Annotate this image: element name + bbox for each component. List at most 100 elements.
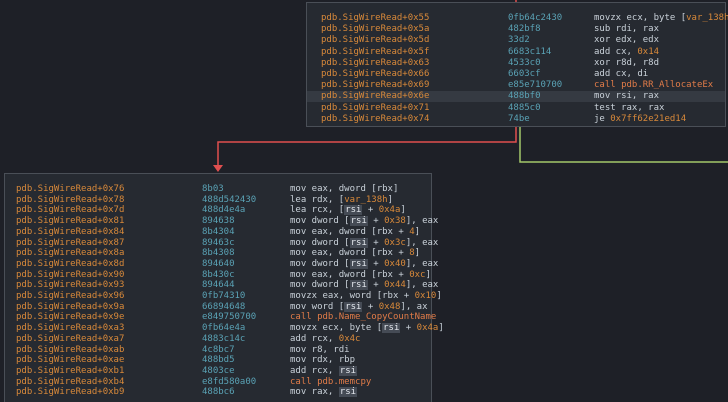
operand-text: +: [367, 216, 385, 227]
instruction-text: add rcx, rsi: [290, 365, 358, 377]
edge-true-arrowhead: [213, 165, 223, 172]
operand-text: 0x4c: [338, 333, 361, 344]
operand-text: mov eax, dword [rbx +: [290, 269, 410, 280]
instruction-text: sub rdi, rax: [594, 24, 659, 35]
call-target[interactable]: call pdb.Name_CopyCountName: [290, 312, 437, 323]
call-target[interactable]: call pdb.RR_AllocateEx: [594, 80, 714, 91]
operand-text: 0x4a: [416, 323, 439, 334]
instruction-text: lea rcx, [rsi + 0x4a]: [290, 205, 406, 216]
register-highlight: rsi: [344, 301, 363, 312]
register-highlight: rsi: [349, 216, 368, 227]
operand-text: mov eax, dword [rbx]: [290, 184, 399, 194]
instruction-bytes: 66894648: [202, 301, 246, 312]
operand-text: 0x3c: [384, 237, 406, 248]
operand-text: add cx, di: [594, 69, 649, 79]
instruction-bytes: 4883c14c: [202, 333, 246, 344]
instruction-address: pdb.SigWireRead+0x93: [16, 280, 125, 291]
instruction-address: pdb.SigWireRead+0x81: [16, 216, 125, 227]
edge-true-branch[interactable]: [217, 127, 517, 166]
instruction-address: pdb.SigWireRead+0x6e: [321, 91, 430, 102]
operand-text: add rcx,: [290, 365, 339, 376]
instruction-bytes: 482bf8: [508, 24, 541, 35]
instruction-address: pdb.SigWireRead+0x74: [321, 113, 430, 124]
instruction-text: movzx ecx, byte [rsi + 0x4a]: [290, 323, 444, 334]
operand-text: mov word [: [290, 301, 345, 312]
instruction-address: pdb.SigWireRead+0x5a: [321, 24, 430, 35]
instruction-address: pdb.SigWireRead+0xb1: [16, 365, 125, 376]
instruction-bytes: 4c8bc7: [202, 344, 235, 355]
operand-text: 0x10: [414, 291, 437, 301]
operand-text: ]: [414, 248, 421, 259]
instruction-bytes: 8b430c: [202, 269, 235, 280]
register-highlight: rsi: [382, 323, 401, 334]
instruction-address: pdb.SigWireRead+0x9a: [16, 301, 125, 312]
instruction-bytes: 894644: [202, 280, 235, 291]
instruction-bytes: e8fd580a00: [202, 376, 257, 387]
instruction-address: pdb.SigWireRead+0x5f: [321, 46, 430, 57]
instruction-row[interactable]: pdb.SigWireRead+0xa7 4883c14c add rcx, 0x4…: [5, 334, 431, 345]
operand-text: xor edx, edx: [594, 35, 660, 46]
instruction-bytes: 6683c114: [508, 46, 552, 57]
instruction-address: pdb.SigWireRead+0x55: [321, 13, 430, 23]
instruction-row[interactable]: pdb.SigWireRead+0x5a 482bf8 sub rdi, rax: [307, 24, 725, 35]
instruction-address: pdb.SigWireRead+0x5d: [321, 35, 430, 46]
instruction-text: mov rax, rsi: [290, 387, 358, 398]
instruction-bytes: 0fb64c2430: [508, 13, 563, 23]
instruction-bytes: 4533c0: [508, 57, 541, 68]
operand-text: +: [362, 205, 379, 216]
edge-false-branch[interactable]: [519, 127, 728, 163]
instruction-bytes: 8b03: [202, 184, 224, 194]
instruction-text: mov dword [rsi + 0x40], eax: [290, 258, 438, 270]
instruction-row[interactable]: pdb.SigWireRead+0x9a 66894648 mov word [rs…: [5, 301, 431, 313]
instruction-bytes: 8b4308: [202, 248, 235, 259]
instruction-text: mov dword [rsi + 0x3c], eax: [290, 237, 438, 249]
operand-text: mov eax, dword [rbx +: [290, 248, 410, 259]
operand-text: mov eax, dword [rbx +: [290, 226, 410, 237]
operand-text: movzx eax, word [rbx +: [290, 291, 415, 301]
call-target[interactable]: call pdb.memcpy: [290, 376, 372, 387]
instruction-bytes: 0fb64e4a: [202, 323, 246, 334]
instruction-text: add rcx, 0x4c: [290, 334, 360, 345]
operand-text: movzx ecx, byte [: [290, 323, 383, 334]
operand-text: +: [400, 323, 417, 334]
operand-text: ]: [438, 323, 444, 334]
instruction-bytes: 488d4e4a: [202, 205, 246, 216]
operand-text: je: [594, 113, 611, 124]
operand-text: ]: [414, 226, 421, 237]
operand-text: 4: [409, 226, 415, 237]
instruction-address: pdb.SigWireRead+0x9e: [16, 312, 125, 323]
operand-text: mov rax,: [290, 387, 339, 398]
operand-text: xor r8d, r8d: [594, 57, 660, 68]
instruction-address: pdb.SigWireRead+0xa7: [16, 333, 125, 344]
operand-text: +: [367, 258, 385, 269]
